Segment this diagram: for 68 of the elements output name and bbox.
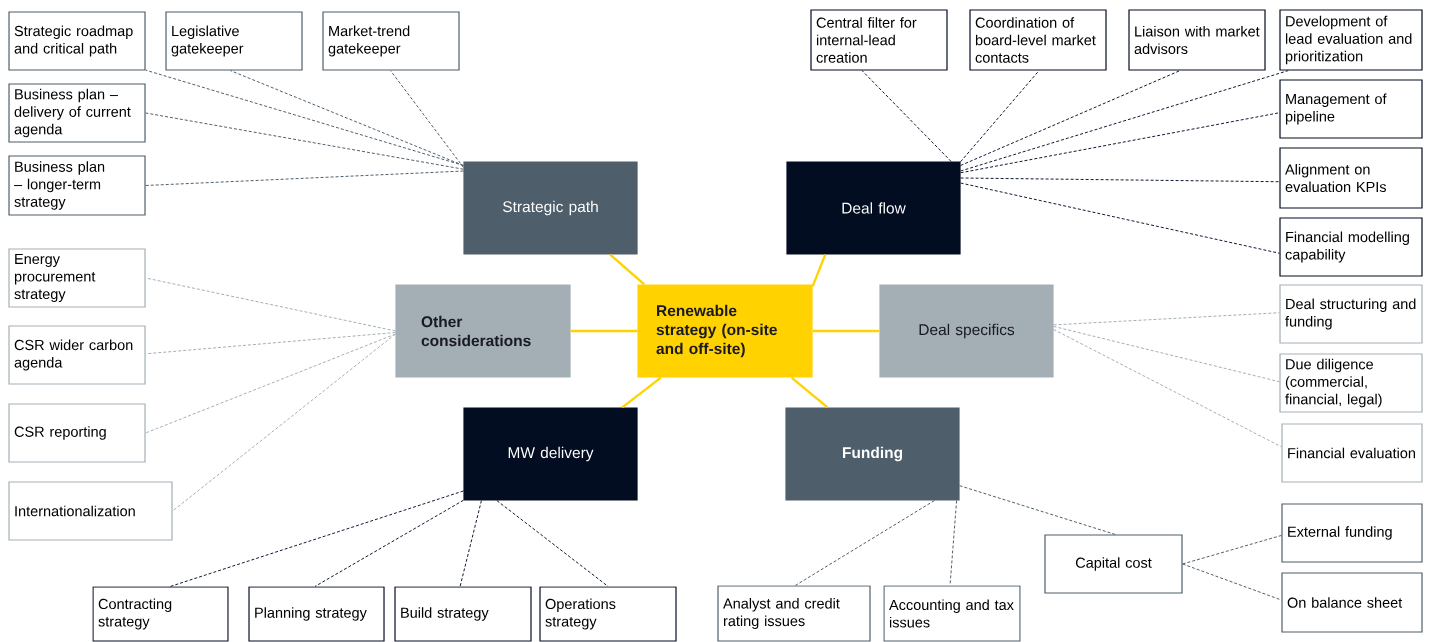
connector-line <box>609 253 646 286</box>
item-box: Development of lead evaluation and prioritization <box>1279 9 1423 71</box>
item-box: Deal structuring and funding <box>1279 284 1423 344</box>
connector-line <box>1053 312 1280 326</box>
item-box: Accounting and tax issues <box>883 585 1021 642</box>
connector-line <box>570 329 638 333</box>
connector-line <box>145 333 396 434</box>
item-box: Contracting strategy <box>92 586 229 642</box>
connector-line <box>1182 534 1282 565</box>
topic-box: Funding <box>785 407 960 501</box>
connector-line <box>790 376 829 409</box>
connector-line <box>960 70 1040 163</box>
item-box: Analyst and credit rating issues <box>717 585 871 642</box>
item-box: Coordination of board-level market contacts <box>969 9 1107 71</box>
connector-line <box>145 170 464 186</box>
topic-box: Deal specifics <box>879 284 1054 378</box>
connector-line <box>861 70 952 162</box>
connector-line <box>145 112 464 170</box>
connector-line <box>960 177 1280 183</box>
item-box: Business plan – delivery of current agenda <box>8 83 146 143</box>
topic-box: Strategic path <box>463 161 638 255</box>
topic-box: MW delivery <box>463 407 638 501</box>
connector-line <box>229 70 464 166</box>
topic-box: Deal flow <box>786 161 961 255</box>
item-box: CSR wider carbon agenda <box>8 325 146 385</box>
item-box: CSR reporting <box>8 403 146 463</box>
connector-line <box>960 70 1289 172</box>
item-box: Financial modelling capability <box>1279 217 1423 277</box>
connector-line <box>390 70 464 168</box>
item-box: Planning strategy <box>248 586 385 642</box>
item-box: Liaison with market advisors <box>1128 9 1266 71</box>
item-box: Energy procurement strategy <box>8 248 146 308</box>
item-box: Internationalization <box>8 481 173 541</box>
item-box: Alignment on evaluation KPIs <box>1279 147 1423 209</box>
item-box: Build strategy <box>394 586 532 642</box>
connector-line <box>811 254 827 287</box>
connector-line <box>959 485 1116 535</box>
item-box: Capital cost <box>1044 534 1183 594</box>
item-box: Central filter for internal-lead creation <box>810 9 948 71</box>
item-box: Business plan – longer-term strategy <box>8 155 146 216</box>
item-box: Legislative gatekeeper <box>165 11 303 71</box>
central-box: Renewable strategy (on-site and off-site) <box>637 284 813 378</box>
item-box: Financial evaluation <box>1281 423 1423 483</box>
connector-line <box>314 499 464 587</box>
connector-line <box>145 277 396 332</box>
connector-line <box>960 112 1280 174</box>
item-box: Management of pipeline <box>1279 79 1423 139</box>
connector-line <box>1053 325 1280 383</box>
connector-line <box>960 182 1280 254</box>
connector-line <box>145 332 396 355</box>
connector-line <box>170 490 464 587</box>
item-box: Market-trend gatekeeper <box>322 11 460 71</box>
item-box: External funding <box>1281 503 1423 563</box>
connector-line <box>812 329 880 333</box>
connector-line <box>795 500 935 586</box>
item-box: Strategic roadmap and critical path <box>8 11 146 71</box>
connector-line <box>459 500 482 587</box>
connector-line <box>949 500 958 586</box>
item-box: Operations strategy <box>539 586 677 642</box>
connector-line <box>960 70 1181 166</box>
connector-line <box>1182 563 1282 601</box>
connector-line <box>1053 328 1282 448</box>
topic-box: Other considerations <box>395 284 571 378</box>
connector-line <box>496 500 609 587</box>
connector-line <box>621 376 662 409</box>
item-box: On balance sheet <box>1281 572 1423 633</box>
item-box: Due diligence (commercial, financial, legal) <box>1279 353 1423 413</box>
connector-line <box>172 333 396 512</box>
